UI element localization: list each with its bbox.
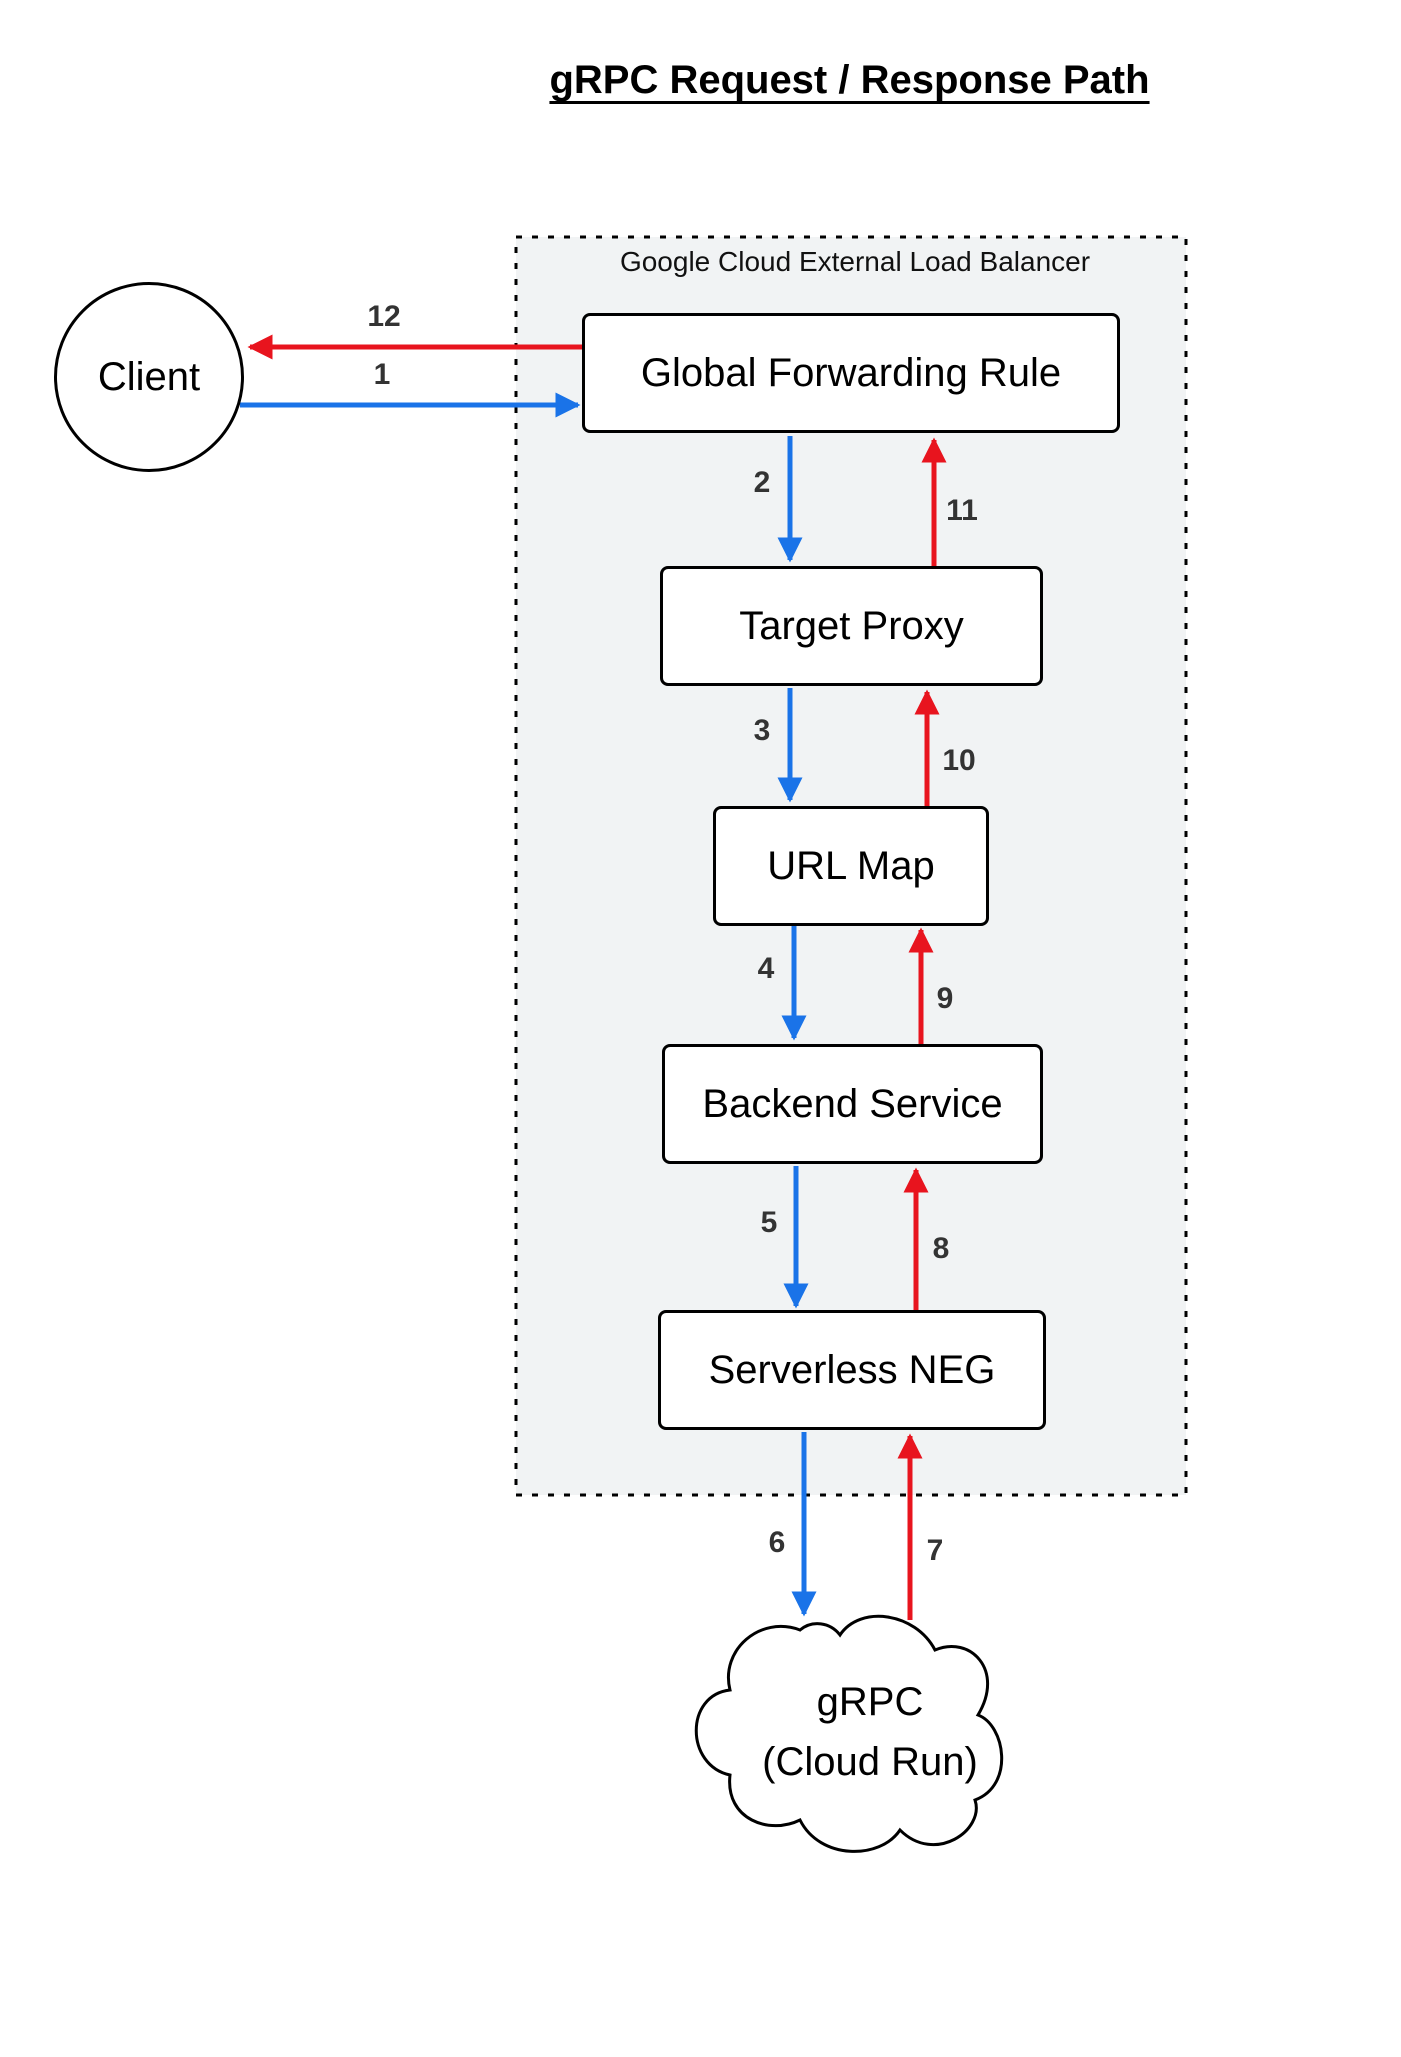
serverless-neg-box: Serverless NEG [658, 1310, 1046, 1430]
target-proxy-label: Target Proxy [739, 603, 964, 648]
step-label-12: 12 [367, 300, 401, 333]
forwarding-rule-label: Global Forwarding Rule [640, 350, 1062, 395]
url-map-box: URL Map [713, 806, 989, 926]
step-label-2: 2 [753, 466, 771, 499]
target-proxy-box: Target Proxy [660, 566, 1043, 686]
grpc-label: gRPC [816, 1680, 924, 1724]
forwarding-rule-box: Global Forwarding Rule [582, 313, 1120, 433]
step-label-3: 3 [753, 714, 771, 747]
client-node: Client [54, 282, 244, 472]
step-label-7: 7 [926, 1534, 944, 1567]
step-label-11: 11 [946, 494, 978, 527]
url-map-label: URL Map [767, 843, 935, 888]
cloud-run-label: (Cloud Run) [762, 1740, 978, 1784]
step-label-5: 5 [760, 1206, 778, 1239]
backend-service-label: Backend Service [702, 1081, 1003, 1126]
step-label-8: 8 [932, 1232, 950, 1265]
load-balancer-label: Google Cloud External Load Balancer [619, 246, 1091, 277]
backend-service-box: Backend Service [662, 1044, 1043, 1164]
step-label-9: 9 [936, 982, 954, 1015]
step-label-1: 1 [373, 358, 391, 391]
step-label-6: 6 [768, 1526, 786, 1559]
step-label-10: 10 [942, 744, 976, 777]
page-title: gRPC Request / Response Path [549, 58, 1150, 102]
grpc-cloud-run-label: gRPC (Cloud Run) [720, 1672, 1020, 1792]
step-label-4: 4 [757, 952, 775, 985]
serverless-neg-label: Serverless NEG [708, 1347, 996, 1392]
client-label: Client [97, 354, 201, 399]
cloud-shape [694, 1614, 1004, 1853]
